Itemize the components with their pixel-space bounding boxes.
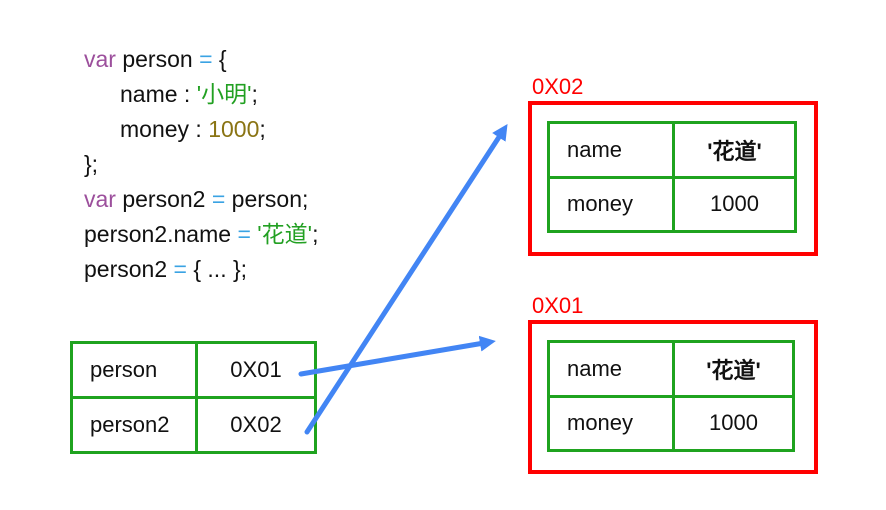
reference-table: person 0X01 person2 0X02	[70, 341, 317, 454]
object-0x01-money-key: money	[550, 397, 672, 449]
object-0x02-name-value: '花道'	[675, 124, 794, 176]
object-box-0x02-label: 0X02	[532, 74, 584, 99]
code-token-number: 1000	[208, 116, 260, 142]
ref-cell-person2-addr: 0X02	[198, 399, 314, 451]
code-line-4: };	[84, 147, 318, 182]
code-token-string: '小明'	[196, 81, 252, 107]
code-line-1: var person = {	[84, 42, 318, 77]
code-token-text: ;	[251, 81, 258, 107]
code-line-5: var person2 = person;	[84, 182, 318, 217]
code-token-text: ;	[259, 116, 266, 142]
code-line-6: person2.name = '花道';	[84, 217, 318, 252]
code-token-operator: =	[173, 256, 187, 282]
object-table-0x02: name '花道' money 1000	[547, 121, 797, 233]
code-token-keyword: var	[84, 186, 116, 212]
code-line-7: person2 = { ... };	[84, 252, 318, 287]
object-0x01-name-key: name	[550, 343, 672, 395]
code-token-operator: =	[199, 46, 213, 72]
object-0x02-money-key: money	[550, 178, 672, 230]
object-table-0x01: name '花道' money 1000	[547, 340, 795, 452]
code-token-text: {	[212, 46, 227, 72]
code-token-text: person2	[115, 186, 212, 212]
code-token-keyword: var	[84, 46, 116, 72]
code-block: var person = { name : '小明'; money : 1000…	[84, 42, 318, 287]
object-0x01-name-value: '花道'	[675, 343, 792, 395]
object-box-0x01-label: 0X01	[532, 293, 584, 318]
ref-cell-person: person	[73, 344, 195, 396]
code-token-text: person2	[84, 256, 174, 282]
code-token-text: };	[84, 151, 99, 177]
code-token-text: person	[115, 46, 200, 72]
code-token-string: '花道'	[257, 221, 313, 247]
code-line-2: name : '小明';	[84, 77, 318, 112]
ref-cell-person2: person2	[73, 399, 195, 451]
object-0x01-money-value: 1000	[675, 397, 792, 449]
code-token-operator: =	[237, 221, 251, 247]
code-token-text: person;	[225, 186, 309, 212]
code-token-text: person2.name	[84, 221, 238, 247]
code-token-operator: =	[211, 186, 226, 212]
code-token-text: { ... };	[186, 256, 248, 282]
code-token-text: ;	[312, 221, 319, 247]
ref-cell-person-addr: 0X01	[198, 344, 314, 396]
object-0x02-money-value: 1000	[675, 178, 794, 230]
object-0x02-name-key: name	[550, 124, 672, 176]
code-line-3: money : 1000;	[84, 112, 318, 147]
arrow-person2-to-0x02	[304, 123, 508, 435]
code-token-text: name :	[120, 81, 197, 107]
arrow-person-to-0x01	[298, 335, 496, 377]
code-token-text: money :	[120, 116, 209, 142]
